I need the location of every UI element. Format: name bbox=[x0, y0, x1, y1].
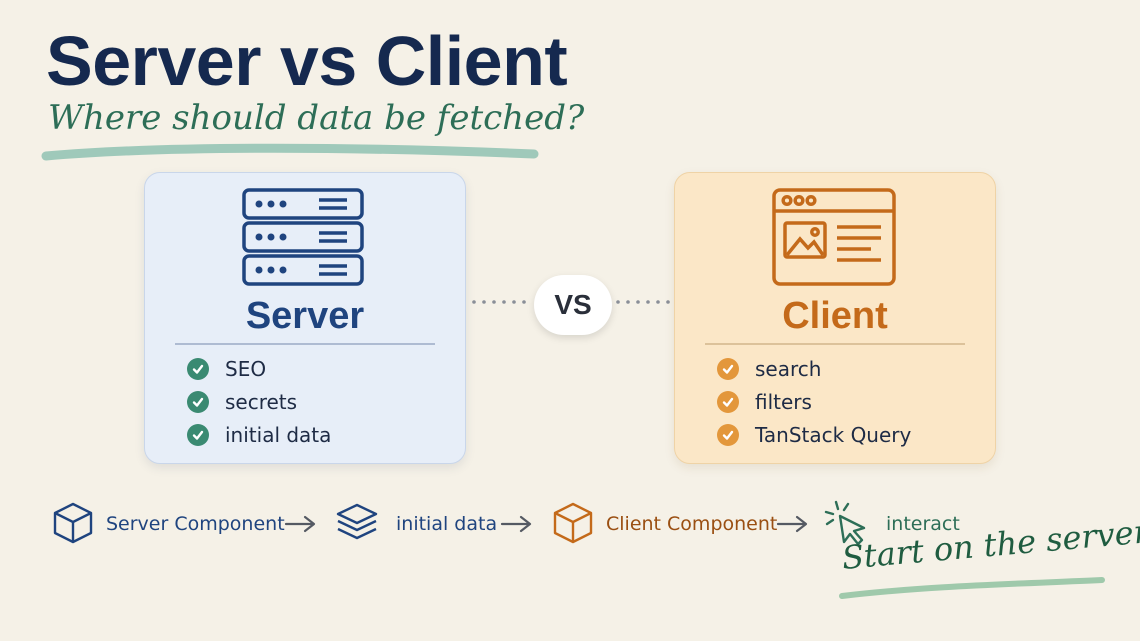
client-feature-item: TanStack Query bbox=[717, 420, 911, 450]
server-feature-label: SEO bbox=[225, 357, 267, 381]
flow-step-initial-data: initial data bbox=[396, 513, 498, 535]
dotted-connector-right bbox=[616, 300, 670, 304]
dotted-connector-left bbox=[472, 300, 526, 304]
client-feature-label: filters bbox=[755, 390, 812, 414]
cursor-click-icon bbox=[824, 500, 866, 546]
flow-step-server-component: Server Component bbox=[106, 513, 285, 535]
footer-note-underline bbox=[839, 577, 1105, 599]
server-component-cube-icon bbox=[53, 502, 93, 544]
server-feature-label: initial data bbox=[225, 423, 332, 447]
client-feature-label: TanStack Query bbox=[755, 423, 912, 447]
subtitle-underline bbox=[41, 143, 539, 161]
check-icon bbox=[717, 424, 739, 446]
client-component-cube-icon bbox=[553, 502, 593, 544]
page-subtitle: Where should data be fetched? bbox=[48, 98, 585, 138]
client-feature-item: search bbox=[717, 354, 821, 384]
check-icon bbox=[187, 391, 209, 413]
page-title: Server vs Client bbox=[46, 22, 568, 100]
arrow-right-icon bbox=[776, 515, 808, 533]
browser-window-icon bbox=[772, 188, 896, 286]
flow-step-interact: interact bbox=[886, 513, 960, 535]
server-card-divider bbox=[175, 343, 435, 345]
server-feature-item: SEO bbox=[187, 354, 266, 384]
check-icon bbox=[717, 358, 739, 380]
client-feature-label: search bbox=[755, 357, 822, 381]
client-feature-item: filters bbox=[717, 387, 812, 417]
check-icon bbox=[187, 424, 209, 446]
check-icon bbox=[717, 391, 739, 413]
arrow-right-icon bbox=[284, 515, 316, 533]
server-feature-item: initial data bbox=[187, 420, 331, 450]
server-card-title: Server bbox=[245, 295, 365, 337]
client-card: Client search filters TanStack Query bbox=[674, 172, 996, 464]
arrow-right-icon bbox=[500, 515, 532, 533]
server-feature-label: secrets bbox=[225, 390, 298, 414]
vs-badge: VS bbox=[534, 275, 612, 335]
server-feature-item: secrets bbox=[187, 387, 297, 417]
server-rack-icon bbox=[242, 188, 364, 286]
layers-icon bbox=[336, 503, 378, 540]
check-icon bbox=[187, 358, 209, 380]
flow-step-client-component: Client Component bbox=[606, 513, 778, 535]
client-card-divider bbox=[705, 343, 965, 345]
client-card-title: Client bbox=[782, 295, 888, 337]
server-card: Server SEO secrets initial data bbox=[144, 172, 466, 464]
